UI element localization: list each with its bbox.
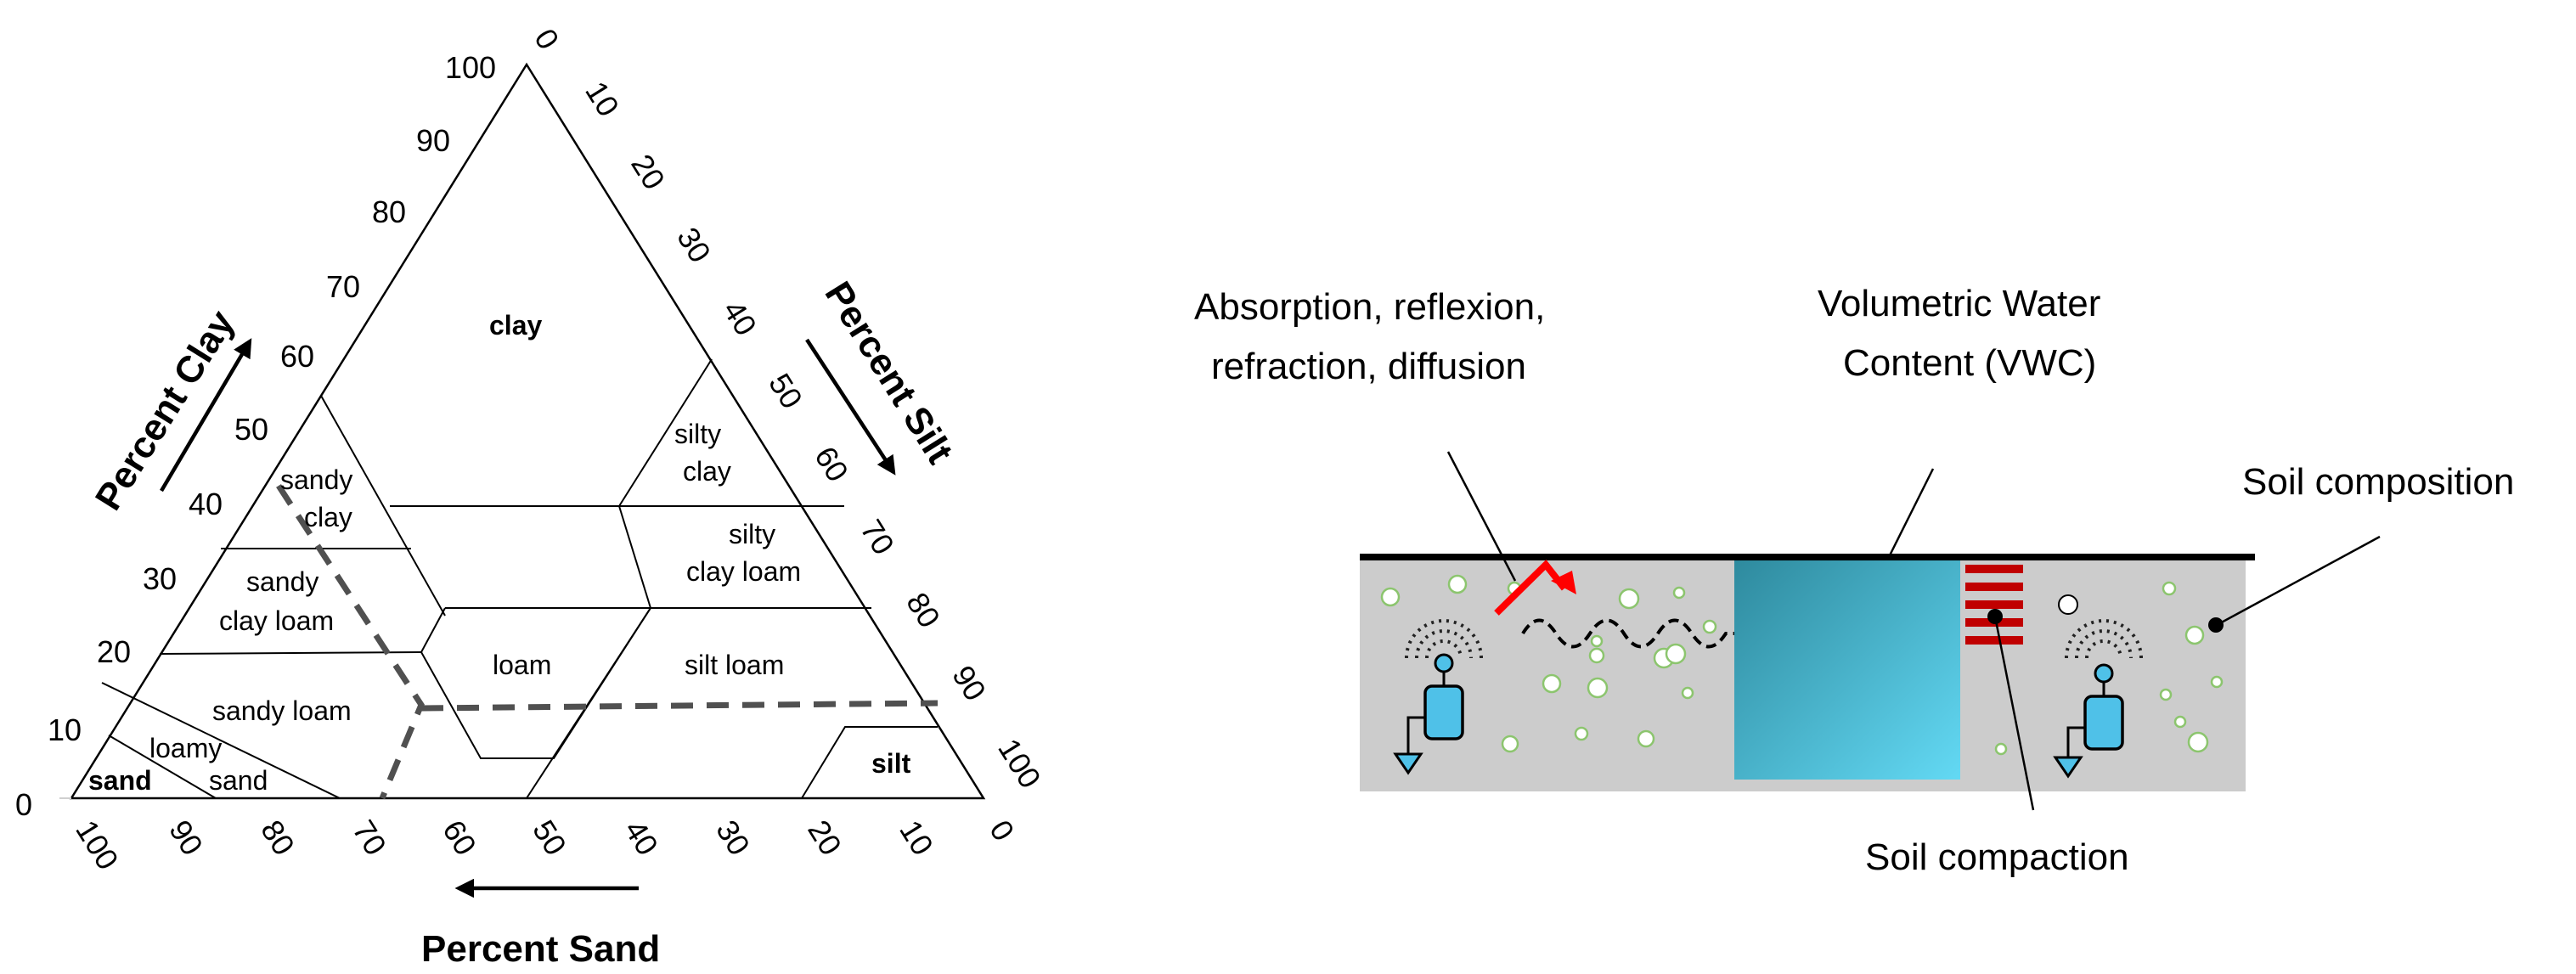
- clay-axis-ticks: 0 10 20 30 40 50 60 70 80 90 100: [15, 50, 496, 822]
- zone-label-silt: silt: [871, 748, 911, 779]
- sand-tick-100: 100: [69, 814, 126, 876]
- clay-tick-40: 40: [189, 487, 223, 521]
- silt-tick-80: 80: [899, 587, 947, 634]
- reflection-arrowhead: [1551, 571, 1576, 594]
- boundary-clay-lower: [320, 395, 446, 616]
- clay-tick-100: 100: [445, 50, 496, 85]
- silt-tick-50: 50: [762, 368, 809, 415]
- sensor-body-icon: [2083, 695, 2124, 751]
- zone-label-sandy-loam: sandy loam: [212, 695, 352, 726]
- zone-label-sandy-clay-loam-1: sandy: [246, 566, 318, 597]
- dashed-boundary-horizontal: [420, 700, 939, 712]
- callout-vwc-line-1: Volumetric Water: [1818, 283, 2100, 324]
- signal-arcs-icon: [1405, 619, 1483, 659]
- silt-direction-arrow: [805, 338, 896, 476]
- signal-arcs-icon: [2065, 619, 2143, 659]
- sand-tick-60: 60: [436, 814, 483, 862]
- sand-tick-10: 10: [893, 814, 940, 862]
- water-block: [1734, 560, 1960, 780]
- dashed-boundary-line: [276, 484, 425, 800]
- sand-tick-20: 20: [801, 814, 848, 862]
- leader-compaction: [1993, 616, 2035, 811]
- callout-wave-line-2: refraction, diffusion: [1211, 346, 1526, 387]
- silt-tick-90: 90: [945, 660, 993, 707]
- soil-sensing-diagram: Absorption, reflexion, refraction, diffu…: [1194, 283, 2514, 878]
- silt-tick-30: 30: [670, 222, 718, 269]
- zone-label-loam: loam: [493, 650, 551, 680]
- zone-label-clay: clay: [489, 310, 542, 341]
- zone-label-sand: sand: [88, 765, 152, 796]
- callout-wave-line-1: Absorption, reflexion,: [1194, 286, 1545, 328]
- boundary-silt-loam-left: [526, 607, 651, 799]
- sand-axis-ticks: 100 90 80 70 60 50 40 30 20 10 0: [69, 814, 1021, 876]
- boundary-silt-box: [801, 726, 938, 799]
- zone-label-silty-clay-loam-2: clay loam: [686, 556, 801, 587]
- zone-label-loamy-sand-2: sand: [209, 765, 268, 796]
- callout-vwc-line-2: Content (VWC): [1843, 342, 2096, 384]
- sand-tick-0: 0: [983, 814, 1021, 847]
- boundary-sandy-loam-bottom: [101, 682, 341, 799]
- sand-tick-50: 50: [526, 814, 573, 862]
- clay-tick-30: 30: [143, 561, 177, 596]
- clay-tick-90: 90: [416, 123, 450, 158]
- sand-tick-30: 30: [709, 814, 757, 862]
- ground-symbol-icon: [2053, 756, 2083, 779]
- callout-soil-compaction: Soil compaction: [1865, 836, 2129, 878]
- clay-tick-70: 70: [326, 269, 360, 304]
- clay-tick-20: 20: [97, 634, 131, 669]
- boundary-silty-clay-loam-left: [618, 505, 651, 609]
- clay-tick-0: 0: [15, 787, 32, 822]
- sensor-right: [2053, 619, 2143, 779]
- soil-texture-triangle: 0 10 20 30 40 50 60 70 80 90 100 0 10 20…: [15, 23, 1048, 970]
- composition-marker: [2208, 617, 2224, 633]
- ground-symbol-icon: [1393, 752, 1423, 775]
- clay-tick-80: 80: [372, 194, 406, 229]
- zone-label-sandy-clay-1: sandy: [280, 464, 352, 495]
- sand-tick-40: 40: [617, 814, 665, 862]
- clay-tick-10: 10: [48, 712, 82, 747]
- sensor-body-icon: [1423, 684, 1464, 740]
- zone-label-silt-loam: silt loam: [685, 650, 784, 680]
- texture-zone-labels: clay silty clay sandy clay silty clay lo…: [88, 310, 911, 796]
- leader-wave: [1446, 451, 1517, 582]
- zone-label-sandy-clay-loam-2: clay loam: [219, 605, 334, 636]
- boundary-silty-clay-left: [618, 358, 713, 507]
- clay-tick-60: 60: [280, 339, 314, 374]
- sand-tick-90: 90: [162, 814, 210, 862]
- silt-tick-70: 70: [854, 514, 901, 561]
- leader-composition: [2216, 535, 2381, 627]
- leader-vwc: [1887, 468, 1935, 558]
- soil-particles: [1380, 574, 2224, 756]
- propagation-wave: [1521, 618, 1734, 649]
- boundary-sandy-loam-top: [159, 651, 422, 655]
- silt-tick-60: 60: [808, 441, 855, 488]
- zone-label-silty-clay-2: clay: [683, 456, 731, 487]
- axis-title-sand: Percent Sand: [421, 928, 660, 970]
- silt-tick-10: 10: [578, 76, 626, 123]
- sensor-left: [1393, 619, 1483, 775]
- callout-soil-composition: Soil composition: [2242, 461, 2514, 503]
- boundary-loam-left: [420, 607, 651, 759]
- clay-tick-50: 50: [234, 412, 268, 447]
- silt-tick-100: 100: [991, 733, 1048, 795]
- zone-label-loamy-sand-1: loamy: [149, 733, 222, 763]
- silt-tick-40: 40: [716, 295, 764, 342]
- clay-direction-arrow: [160, 338, 252, 493]
- sand-tick-80: 80: [254, 814, 302, 862]
- boundary-loamy-sand: [108, 735, 217, 799]
- zone-label-sandy-clay-2: clay: [304, 502, 352, 532]
- silt-tick-20: 20: [624, 149, 672, 196]
- zone-label-silty-clay-1: silty: [674, 419, 721, 449]
- compaction-marker: [1987, 609, 2003, 624]
- triangle-outline: [69, 62, 986, 800]
- silt-tick-0: 0: [527, 23, 566, 56]
- zone-label-silty-clay-loam-1: silty: [729, 519, 775, 549]
- texture-zone-boundaries: [101, 358, 938, 799]
- sand-tick-70: 70: [346, 814, 393, 862]
